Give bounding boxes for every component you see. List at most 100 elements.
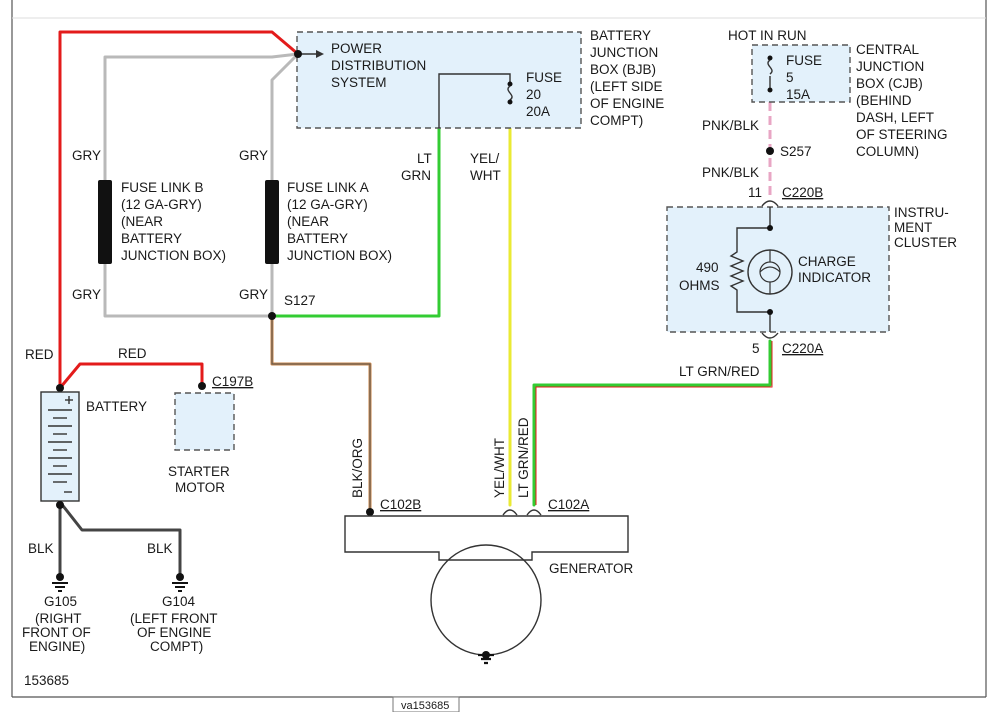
generator-label: GENERATOR bbox=[549, 561, 634, 576]
fuse-20-label-3: 20A bbox=[526, 104, 550, 119]
pdc-feed-junction bbox=[294, 50, 302, 58]
battery-label: BATTERY bbox=[86, 399, 147, 414]
g105-label-4: ENGINE) bbox=[29, 639, 85, 654]
ground-g105-icon bbox=[52, 582, 68, 592]
c220b-pin-label: 11 bbox=[748, 185, 762, 200]
pnk-blk-label-1: PNK/BLK bbox=[702, 118, 759, 133]
generator-housing bbox=[344, 515, 629, 561]
lt-grn-red-wire bbox=[532, 339, 772, 507]
gray-wire-fuse-link-b bbox=[103, 52, 300, 318]
bjb-label-2: JUNCTION bbox=[590, 45, 658, 60]
splice-s127-label: S127 bbox=[284, 293, 316, 308]
c220a-label: C220A bbox=[782, 341, 823, 356]
c220a-pin-label: 5 bbox=[752, 341, 760, 356]
battery-cells-icon bbox=[48, 396, 73, 493]
bjb-label-5: OF ENGINE bbox=[590, 96, 664, 111]
lt-grn-red-horiz-label: LT GRN/RED bbox=[679, 364, 760, 379]
fuse-link-a-label-2: (12 GA-GRY) bbox=[287, 197, 368, 212]
pdc-label-2: DISTRIBUTION bbox=[331, 58, 426, 73]
yel-wht-top-label-2: WHT bbox=[470, 168, 501, 183]
c220b-label: C220B bbox=[782, 185, 823, 200]
g104-label-1: G104 bbox=[162, 594, 196, 609]
red-left-label: RED bbox=[25, 347, 54, 362]
generator-ground-node bbox=[482, 651, 490, 659]
fuse-5-label-2: 5 bbox=[786, 70, 794, 85]
g105-label-2: (RIGHT bbox=[35, 611, 82, 626]
fuse-20-label-1: FUSE bbox=[526, 70, 562, 85]
battery-icon bbox=[40, 391, 80, 502]
splice-s127 bbox=[268, 312, 276, 320]
footer-tab[interactable] bbox=[392, 696, 460, 712]
cjb-label-6: OF STEERING bbox=[856, 127, 948, 142]
cjb-label-2: JUNCTION bbox=[856, 59, 924, 74]
c102b-terminal bbox=[366, 508, 374, 516]
battery-positive-node bbox=[56, 384, 64, 392]
bjb-label-3: BOX (BJB) bbox=[590, 62, 656, 77]
pnk-blk-label-2: PNK/BLK bbox=[702, 165, 759, 180]
bjb-label-4: (LEFT SIDE bbox=[590, 79, 663, 94]
red-wire-starter bbox=[58, 362, 204, 390]
c197b-label: C197B bbox=[212, 374, 253, 389]
resistor-490-ohms-icon bbox=[729, 207, 771, 332]
g105-label-3: FRONT OF bbox=[22, 625, 91, 640]
g104-label-3: OF ENGINE bbox=[137, 625, 211, 640]
fuse-link-b-label-4: BATTERY bbox=[121, 231, 182, 246]
charge-indicator-label-2: INDICATOR bbox=[798, 270, 871, 285]
c220a-connector-icon bbox=[761, 332, 779, 339]
g104-label-2: (LEFT FRONT bbox=[130, 611, 218, 626]
fuse-5-terminal-top bbox=[767, 55, 773, 61]
c102a-pin-yel-icon bbox=[502, 509, 518, 516]
fuse-link-b-label-5: JUNCTION BOX) bbox=[121, 248, 226, 263]
c220b-connector-icon bbox=[761, 200, 779, 207]
bjb-internal-bus bbox=[438, 73, 511, 128]
bjb-label-1: BATTERY bbox=[590, 28, 651, 43]
fuse-link-a-label-5: JUNCTION BOX) bbox=[287, 248, 392, 263]
charge-indicator-leads bbox=[759, 250, 781, 294]
g105-node bbox=[56, 573, 64, 581]
red-mid-label: RED bbox=[118, 346, 147, 361]
starter-label-1: STARTER bbox=[168, 464, 230, 479]
fuse-link-a-label-4: BATTERY bbox=[287, 231, 348, 246]
resistor-label-2: OHMS bbox=[679, 278, 720, 293]
blk-org-vert-label: BLK/ORG bbox=[350, 438, 365, 498]
cluster-label-3: CLUSTER bbox=[894, 235, 957, 250]
fuse-5-label-3: 15A bbox=[786, 87, 810, 102]
fuse-link-a-icon bbox=[265, 180, 279, 264]
fuse-5-icon bbox=[767, 59, 773, 75]
lt-grn-wire bbox=[270, 126, 441, 318]
cluster-label-2: MENT bbox=[894, 220, 932, 235]
pdc-arrow-icon bbox=[316, 50, 324, 58]
fuse-20-terminal-top bbox=[507, 81, 513, 87]
cluster-node-top bbox=[767, 225, 773, 231]
gry-a-bottom-label: GRY bbox=[239, 287, 268, 302]
c102a-label: C102A bbox=[548, 497, 589, 512]
bjb-label-6: COMPT) bbox=[590, 113, 643, 128]
figure-id: 153685 bbox=[24, 673, 69, 688]
g104-label-4: COMPT) bbox=[150, 639, 203, 654]
fuse-link-b-label-3: (NEAR bbox=[121, 214, 163, 229]
cjb-label-7: COLUMN) bbox=[856, 144, 919, 159]
fuse-link-a-label-1: FUSE LINK A bbox=[287, 180, 369, 195]
gry-b-bottom-label: GRY bbox=[72, 287, 101, 302]
g104-node bbox=[176, 573, 184, 581]
yel-wht-vert-label: YEL/WHT bbox=[492, 438, 507, 498]
ground-g104-icon bbox=[172, 582, 188, 592]
cluster-node-bottom bbox=[767, 309, 773, 315]
fuse-20-terminal-bottom bbox=[507, 99, 513, 105]
fuse-20-icon bbox=[507, 85, 513, 101]
lt-grn-label-2: GRN bbox=[401, 168, 431, 183]
c102b-label: C102B bbox=[380, 497, 421, 512]
fuse-link-b-label-2: (12 GA-GRY) bbox=[121, 197, 202, 212]
central-junction-box bbox=[751, 44, 851, 103]
lt-grn-red-tracer bbox=[535, 341, 773, 505]
resistor-label-1: 490 bbox=[696, 260, 719, 275]
fuse-link-b-icon bbox=[98, 180, 112, 264]
footer-tab-label: va153685 bbox=[401, 700, 449, 712]
hot-in-run-label: HOT IN RUN bbox=[728, 28, 807, 43]
battery-negative-node bbox=[56, 501, 64, 509]
cjb-label-3: BOX (CJB) bbox=[856, 76, 923, 91]
lt-grn-label-1: LT bbox=[417, 151, 432, 166]
fuse-link-b-label-1: FUSE LINK B bbox=[121, 180, 204, 195]
cjb-label-5: DASH, LEFT bbox=[856, 110, 934, 125]
